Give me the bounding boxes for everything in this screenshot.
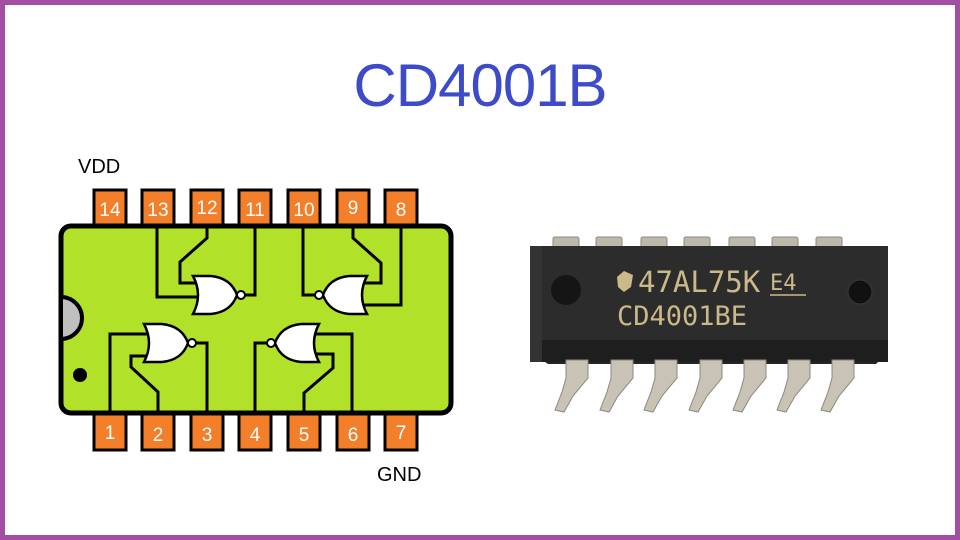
pin-12: 12	[189, 188, 225, 232]
top-pins: 14 13 12 11 10 9 8	[92, 188, 419, 232]
pin-label: 6	[348, 425, 359, 446]
pin-label: 12	[196, 198, 217, 219]
pin-label: 8	[396, 200, 407, 221]
pin-14: 14	[92, 188, 128, 232]
pin-13: 13	[140, 188, 176, 232]
notch-icon	[59, 294, 84, 342]
ti-logo-icon	[617, 271, 633, 292]
pin-10: 10	[286, 188, 322, 232]
pin-label: 7	[396, 423, 407, 444]
chip-marking-line2: CD4001BE	[617, 301, 747, 332]
vdd-label: VDD	[78, 156, 121, 178]
pin-label: 11	[245, 200, 265, 221]
chip-marking-suffix: E4	[770, 271, 797, 296]
pin1-dot-icon	[73, 368, 87, 382]
chip-marking-line1: 47AL75K	[638, 265, 761, 299]
pin-11: 11	[237, 188, 273, 232]
wiring	[108, 228, 403, 411]
ic-photo: 47AL75K E4 CD4001BE	[530, 236, 888, 413]
pin-label: 1	[105, 423, 116, 444]
pin-label: 14	[99, 200, 121, 221]
pin-8: 8	[383, 188, 419, 232]
pin-label: 3	[202, 425, 213, 446]
pin-label: 9	[348, 198, 359, 219]
pin-label: 5	[299, 425, 310, 446]
pin-label: 10	[293, 200, 314, 221]
page-title: CD4001B	[353, 52, 607, 119]
gnd-label: GND	[377, 464, 422, 486]
pin-label: 13	[147, 200, 168, 221]
pin-label: 4	[250, 425, 261, 446]
pin-9: 9	[335, 188, 371, 232]
pin-label: 2	[153, 425, 164, 446]
